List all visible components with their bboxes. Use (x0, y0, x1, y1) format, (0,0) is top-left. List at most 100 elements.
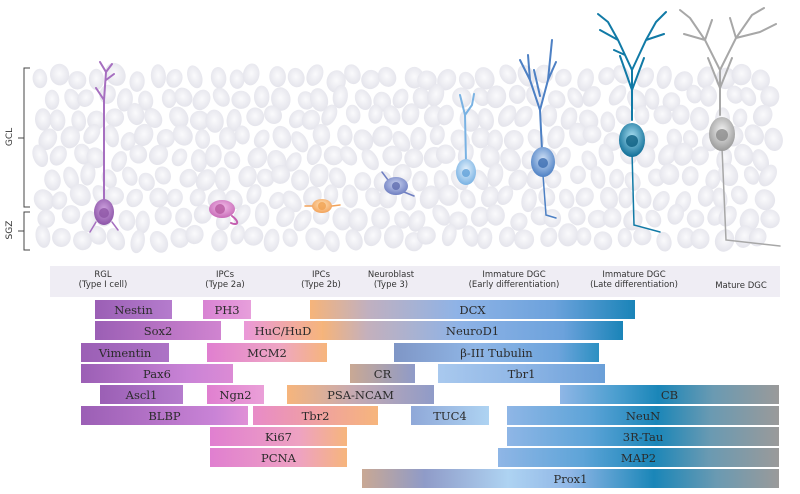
background-granule-cell (68, 71, 87, 90)
background-granule-cell (394, 210, 411, 229)
background-granule-cell (111, 151, 128, 172)
background-granule-cell (547, 125, 565, 149)
rgl-endfeet (89, 221, 119, 233)
background-granule-cell (705, 169, 721, 190)
background-granule-cell (105, 108, 125, 127)
ipc-2b-processes (304, 204, 341, 207)
background-granule-cell (233, 204, 251, 226)
background-granule-cell (282, 228, 298, 247)
background-granule-cell (268, 191, 285, 210)
background-granule-cell (118, 210, 136, 231)
background-granule-cell (80, 162, 96, 186)
background-granule-cell (602, 207, 622, 228)
background-granule-cell (732, 108, 748, 128)
background-granule-cell (171, 148, 188, 167)
mature-dgc-axon (721, 147, 781, 247)
background-granule-cell (408, 210, 426, 232)
background-granule-cell (674, 71, 693, 92)
background-granule-cell (618, 187, 634, 209)
background-granule-cell (600, 111, 616, 133)
background-granule-cell (272, 125, 292, 149)
background-granule-cell (598, 67, 615, 86)
background-granule-cell (382, 145, 403, 166)
granule-cell-layer-background (32, 62, 783, 254)
background-granule-cell (234, 125, 250, 145)
background-granule-cell (740, 87, 757, 107)
background-granule-cell (193, 204, 212, 224)
background-granule-cell (726, 85, 744, 104)
marker-bar-ascl1: Ascl1 (100, 385, 183, 404)
neuron-illustrations (89, 7, 781, 247)
background-granule-cell (230, 224, 245, 245)
background-granule-cell (205, 109, 224, 133)
marker-bar-neun: NeuN (507, 406, 779, 425)
background-granule-cell (497, 185, 514, 206)
background-granule-cell (392, 131, 411, 152)
background-granule-cell (371, 207, 390, 230)
background-granule-cell (256, 168, 275, 187)
background-granule-cell (129, 144, 148, 164)
background-granule-cell (714, 229, 735, 252)
background-granule-cell (306, 64, 324, 86)
background-granule-cell (361, 148, 379, 171)
background-granule-cell (474, 67, 495, 90)
background-granule-cell (432, 204, 451, 226)
background-granule-cell (34, 108, 52, 131)
background-granule-cell (470, 206, 490, 227)
background-granule-cell (615, 105, 633, 125)
background-granule-cell (310, 88, 329, 112)
background-granule-cell (219, 127, 237, 150)
background-granule-cell (471, 127, 491, 149)
gcl-bracket (23, 67, 30, 208)
background-granule-cell (730, 185, 748, 205)
marker-bar-ngn2: Ngn2 (207, 385, 264, 404)
background-granule-cell (697, 66, 715, 89)
background-granule-cell (582, 86, 601, 107)
background-granule-cell (547, 90, 566, 109)
stage-label-immature-late: Immature DGC (Late differentiation) (590, 270, 678, 290)
background-granule-cell (686, 84, 702, 104)
background-granule-cell (263, 228, 280, 252)
background-granule-cell (149, 230, 169, 253)
background-granule-cell (323, 184, 339, 205)
background-granule-cell (301, 109, 321, 130)
background-granule-cell (293, 209, 312, 232)
background-granule-cell (226, 108, 242, 132)
marker-bar-cb: CB (560, 385, 779, 404)
neuroblast-processes (381, 171, 415, 197)
stage-label-mature: Mature DGC (715, 281, 767, 291)
background-granule-cell (204, 144, 222, 168)
background-granule-cell (452, 87, 472, 108)
background-granule-cell (569, 122, 589, 146)
background-granule-cell (677, 227, 695, 249)
background-granule-cell (760, 86, 780, 107)
background-granule-cell (116, 88, 133, 112)
background-granule-cell (636, 67, 655, 88)
background-granule-cell (63, 166, 80, 190)
background-granule-cell (89, 225, 107, 245)
background-granule-cell (324, 230, 340, 253)
background-granule-cell (508, 84, 526, 104)
background-granule-cell (748, 227, 767, 247)
background-granule-cell (540, 227, 558, 247)
background-granule-cell (697, 185, 715, 207)
background-granule-cell (752, 149, 770, 172)
background-granule-cell (699, 85, 718, 107)
background-granule-cell (60, 126, 81, 149)
background-granule-cell (342, 184, 358, 208)
background-granule-cell (138, 172, 155, 191)
background-granule-cell (752, 104, 773, 127)
background-granule-cell (377, 66, 397, 87)
background-granule-cell (582, 124, 602, 144)
background-granule-cell (521, 188, 537, 213)
marker-bar-pcna: PCNA (210, 448, 347, 467)
background-granule-cell (460, 189, 476, 209)
background-granule-cell (238, 165, 257, 188)
background-granule-cell (83, 124, 101, 144)
background-granule-cell (105, 62, 126, 86)
background-granule-cell (144, 108, 163, 128)
background-granule-cell (246, 184, 262, 205)
background-granule-cell (44, 89, 60, 110)
background-granule-cell (77, 89, 94, 107)
background-granule-cell (435, 144, 456, 164)
